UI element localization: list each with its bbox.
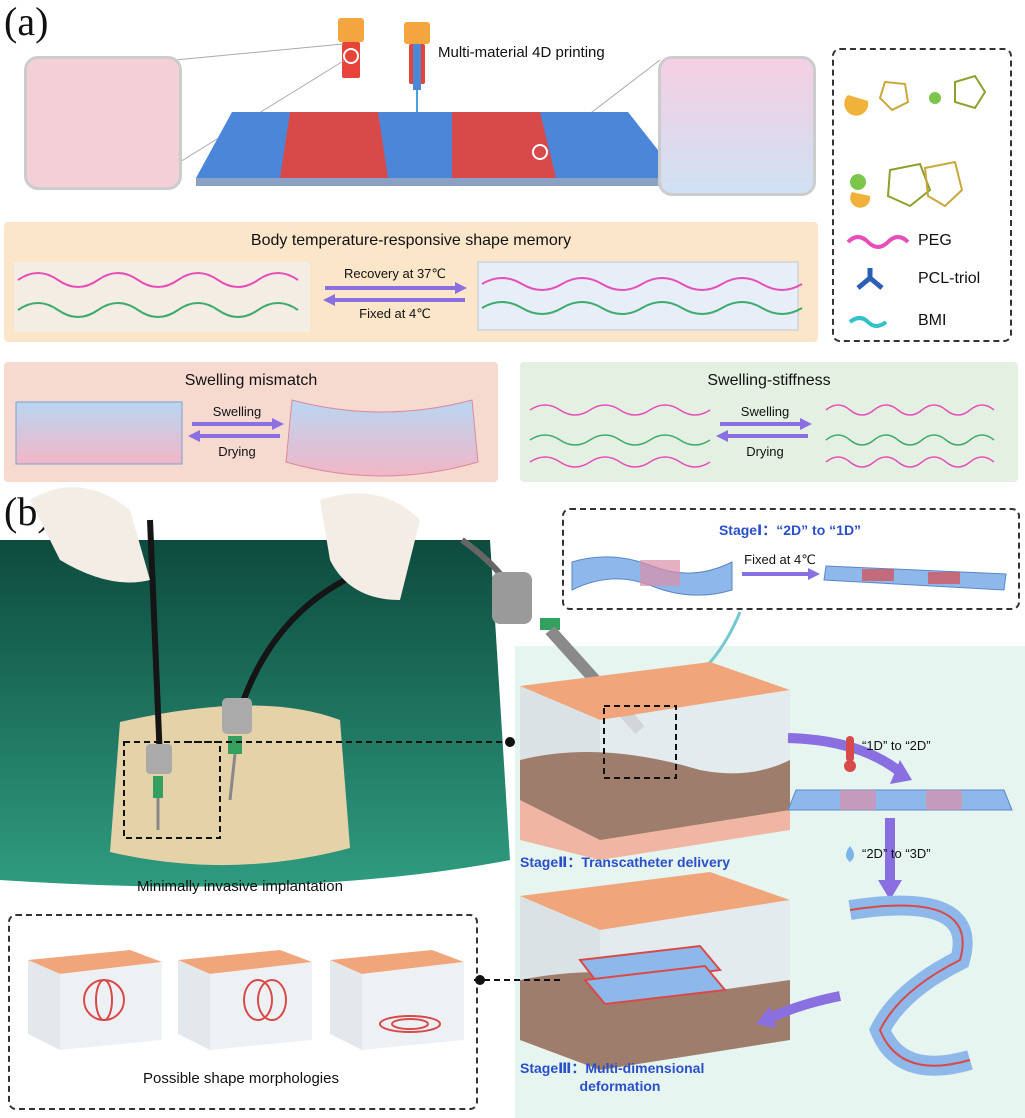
chemical-structures [844, 74, 987, 328]
right-glove-icon [320, 493, 420, 600]
shape-memory-title: Body temperature-responsive shape memory [250, 232, 572, 249]
surgery-caption: Minimally invasive implantation [137, 878, 343, 895]
stage2-title: StageⅡ：Transcatheter delivery [520, 854, 730, 870]
swelling-mismatch-diagram [15, 399, 479, 477]
pcl-triol-icon [856, 268, 884, 290]
shape-memory-forward-label: Recovery at 37℃ [343, 266, 447, 281]
zoom-left-network [24, 56, 182, 190]
stage2-zoom-dashed [603, 705, 677, 779]
adduct-icon [850, 160, 964, 208]
swelling-stiffness-title: Swelling-stiffness [707, 372, 831, 389]
morphologies-caption: Possible shape morphologies [143, 1070, 339, 1087]
stage2-tissue-block [520, 662, 790, 860]
swelling-mismatch-forward-label: Swelling [212, 404, 262, 419]
stage3-title-line2: deformation [579, 1078, 661, 1094]
left-glove-icon [30, 487, 150, 583]
printing-title: Multi-material 4D printing [438, 44, 605, 61]
surgery-zoom-dashed [123, 741, 221, 839]
panel-label-a: (a) [4, 0, 49, 44]
morphology-tube [178, 950, 312, 1050]
shape-memory-backward-label: Fixed at 4℃ [359, 306, 431, 321]
maleimide-icon [929, 74, 987, 110]
swelling-stiffness-backward-label: Drying [746, 444, 784, 459]
morphology-spiral [330, 950, 464, 1050]
nozzle-right-icon [404, 22, 430, 118]
stage3-title-line1: StageⅢ：Multi-dimensional [520, 1060, 705, 1076]
swelling-stiffness-diagram [529, 404, 995, 468]
bmi-line-icon [848, 316, 888, 328]
shape-memory-diagram [14, 261, 803, 332]
right-instrument-icon [222, 577, 347, 801]
left-instrument-icon [146, 519, 172, 830]
morphology-sphere [28, 950, 162, 1050]
peg-line-icon [846, 235, 910, 249]
stage1-arrow-label: Fixed at 4℃ [744, 552, 816, 567]
zoom-right-network [658, 56, 816, 196]
morphologies-box [8, 914, 478, 1110]
swelling-mismatch-title: Swelling mismatch [184, 372, 318, 389]
legend-bmi-label: BMI [918, 312, 947, 329]
stage1-title: StageⅠ：“2D” to “1D” [718, 522, 862, 538]
swelling-mismatch-backward-label: Drying [218, 444, 256, 459]
nozzle-left-icon [338, 18, 364, 78]
furan-icon [844, 80, 910, 116]
swelling-stiffness-forward-label: Swelling [740, 404, 790, 419]
water-drop-icon [846, 846, 854, 862]
thermometer-icon [844, 736, 856, 772]
step-2d-to-3d: “2D” to “3D” [862, 846, 931, 861]
printer-nozzles-illustration [174, 18, 680, 186]
stage1-diagram [571, 556, 1007, 596]
stage3-tissue-block [520, 872, 790, 1070]
printed-strip [196, 112, 680, 186]
stage1-box [562, 508, 1020, 610]
legend-box [832, 48, 1012, 342]
step-1d-to-2d: “1D” to “2D” [862, 738, 931, 753]
legend-pcl-triol-label: PCL-triol [918, 270, 981, 287]
legend-peg-label: PEG [918, 232, 952, 249]
